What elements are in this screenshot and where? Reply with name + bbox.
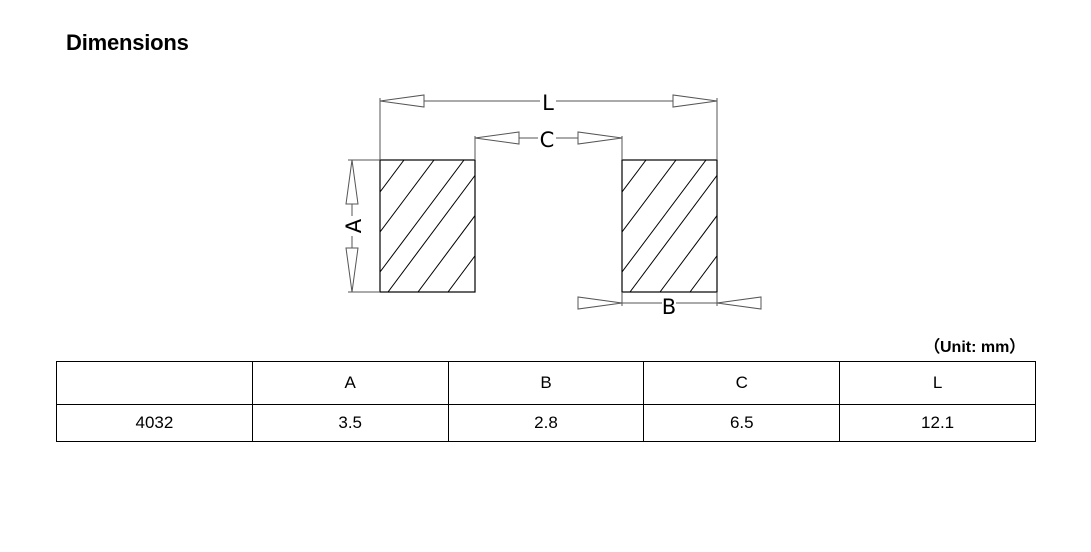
label-l: L xyxy=(542,91,554,115)
page-title: Dimensions xyxy=(66,30,189,55)
right-pad xyxy=(621,159,718,293)
dimension-l xyxy=(379,94,718,160)
table-header-row: A B C L xyxy=(56,361,1036,405)
table-header-cell: C xyxy=(643,361,841,405)
dimensions-table: A B C L 4032 3.5 2.8 6.5 12.1 xyxy=(56,361,1036,442)
table-header-cell: A xyxy=(251,361,449,405)
dimension-b xyxy=(577,292,762,310)
label-c: C xyxy=(540,128,555,152)
table-cell: 3.5 xyxy=(251,404,449,442)
unit-note: （Unit: mm） xyxy=(924,339,1026,356)
table-cell: 2.8 xyxy=(447,404,645,442)
table-header-cell: B xyxy=(447,361,645,405)
table-header-cell: L xyxy=(839,361,1036,405)
table-cell: 6.5 xyxy=(643,404,841,442)
left-pad xyxy=(379,159,476,293)
label-a: A xyxy=(342,218,366,233)
label-b: B xyxy=(662,295,676,319)
dimension-a xyxy=(345,159,380,293)
table-row: 4032 3.5 2.8 6.5 12.1 xyxy=(56,404,1036,442)
table-header-cell xyxy=(56,361,253,405)
table-cell: 4032 xyxy=(56,404,253,442)
dimension-c xyxy=(474,131,623,160)
table-cell: 12.1 xyxy=(839,404,1036,442)
